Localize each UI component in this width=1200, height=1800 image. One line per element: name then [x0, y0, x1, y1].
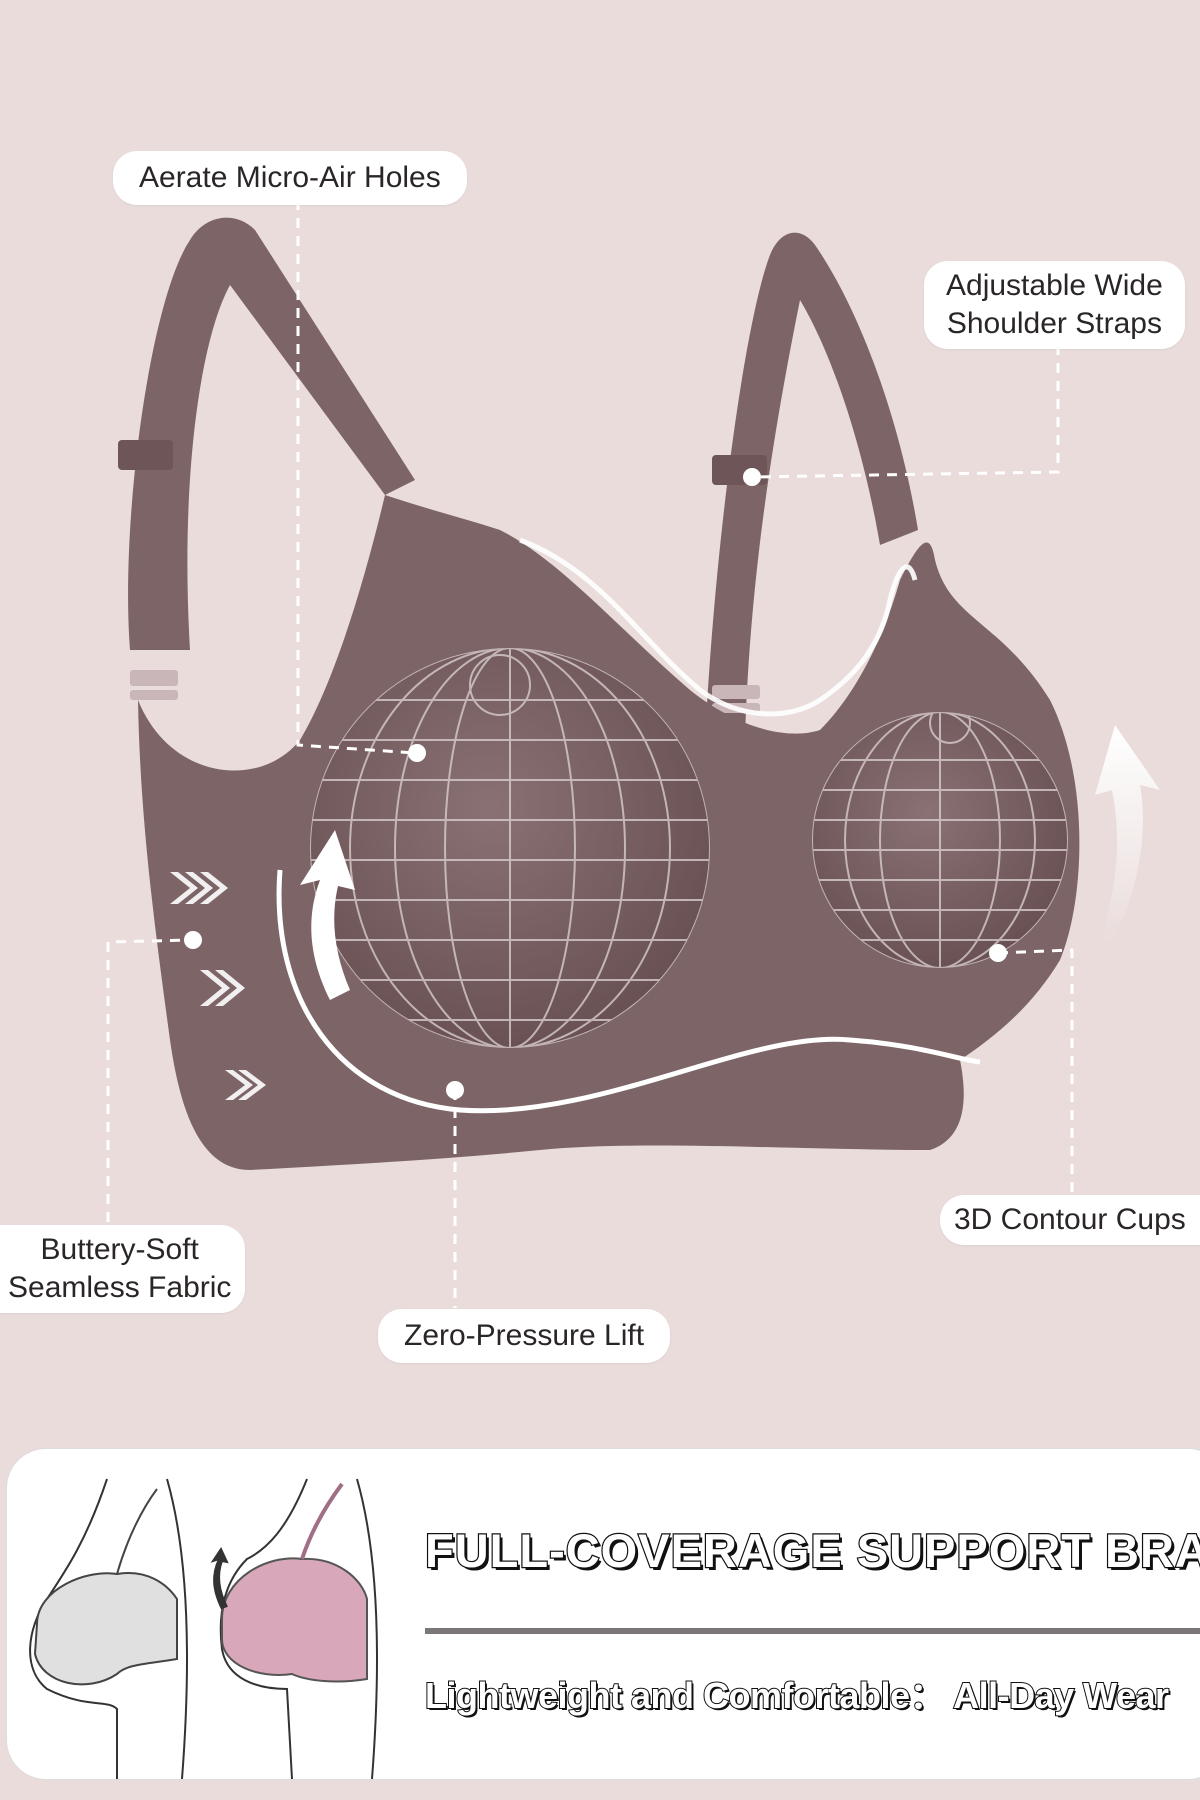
label-shoulder-straps: Adjustable Wide Shoulder Straps [924, 261, 1185, 349]
wave-curve-top [519, 537, 918, 717]
right-hook [712, 685, 760, 699]
bra-illustration [106, 200, 1160, 1308]
gray-bra-strap [116, 1488, 158, 1575]
pink-bra-strap [300, 1482, 344, 1560]
gray-bra-illustration [33, 1572, 178, 1686]
left-strap-slider [118, 440, 173, 470]
lift-small-arrow-icon [210, 1546, 229, 1610]
dot-straps [743, 468, 761, 486]
right-strap [705, 232, 918, 740]
left-hook [130, 670, 178, 686]
pink-figure-back [356, 1478, 378, 1779]
label-air-holes: Aerate Micro-Air Holes [113, 151, 467, 205]
label-zero-pressure-lift: Zero-Pressure Lift [378, 1309, 671, 1363]
dot-cups [989, 944, 1007, 962]
leader-cups [997, 948, 1074, 1195]
right-cup-sphere [812, 712, 1068, 968]
body-silhouette-illustration [29, 1478, 378, 1779]
pink-figure-outline [219, 1478, 308, 1779]
label-seamless-fabric: Buttery-Soft Seamless Fabric [0, 1225, 246, 1313]
left-strap [128, 217, 415, 650]
dot-air-holes [408, 744, 426, 762]
leader-straps [751, 345, 1060, 479]
leader-air-holes [296, 200, 416, 755]
label-contour-cups: 3D Contour Cups [940, 1195, 1200, 1245]
left-hook [130, 690, 178, 700]
lift-arrow-left [300, 830, 355, 1000]
leader-fabric [106, 938, 194, 1222]
banner-subheadline: Lightweight and Comfortable： All-Day Wea… [424, 1674, 1170, 1717]
gray-figure-outline [29, 1478, 118, 1779]
pink-bra-illustration [221, 1557, 368, 1683]
dot-lift [446, 1081, 464, 1099]
banner-divider [425, 1628, 1200, 1634]
dot-fabric [184, 931, 202, 949]
stretch-chevrons [170, 872, 266, 1100]
underwire-curve [276, 869, 981, 1114]
banner-headline: FULL-COVERAGE SUPPORT BRA [424, 1523, 1200, 1578]
lift-arrow-right [1095, 725, 1160, 945]
gray-figure-back [166, 1478, 188, 1779]
feature-banner [6, 1448, 1200, 1780]
